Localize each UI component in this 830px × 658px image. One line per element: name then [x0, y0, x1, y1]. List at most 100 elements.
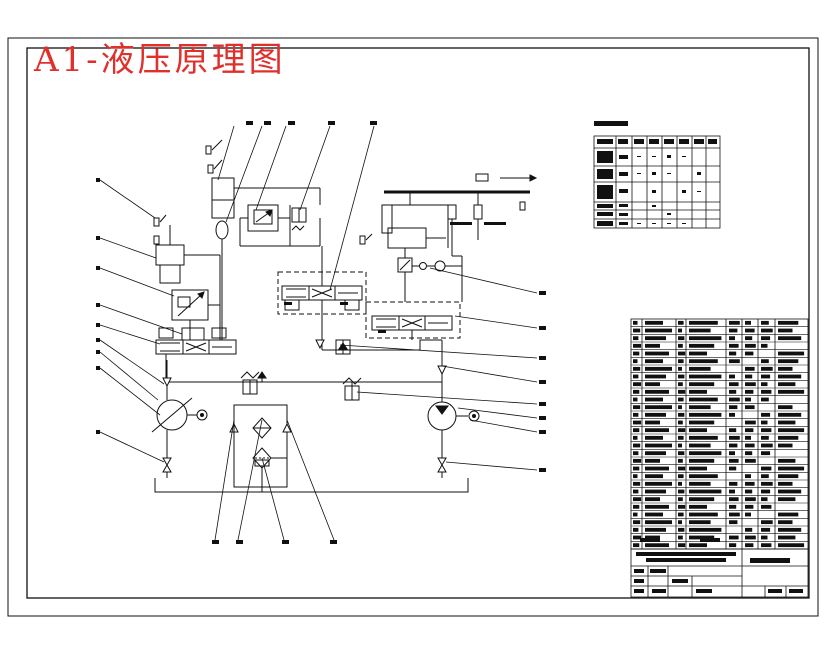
parts-cell-mark: [689, 428, 707, 433]
parts-cell-mark: [778, 359, 799, 364]
directional-valve-middle: [277, 246, 367, 350]
parts-cell-mark: [645, 474, 663, 479]
parts-cell-mark: [745, 512, 751, 517]
parts-cell-mark: [778, 351, 805, 356]
cylinder-left: [155, 225, 221, 340]
parts-cell-mark: [761, 474, 769, 479]
parts-cell-mark: [645, 504, 669, 509]
parts-cell-mark: [633, 466, 640, 471]
parts-cell-mark: [633, 489, 639, 494]
parts-cell-mark: [689, 412, 722, 417]
parts-cell-mark: [633, 389, 640, 394]
parts-cell-mark: [678, 397, 684, 402]
parts-cell-mark: [778, 336, 802, 341]
parts-cell-mark: [633, 366, 641, 371]
parts-cell-mark: [745, 320, 751, 325]
parts-cell-mark: [778, 520, 793, 525]
parts-cell-mark: [645, 320, 663, 325]
parts-cell-mark: [633, 420, 642, 425]
parts-cell-mark: [633, 481, 641, 486]
parts-cell-mark: [745, 382, 756, 387]
parts-cell-mark: [633, 458, 642, 463]
action-sequence-table: [593, 121, 721, 229]
parts-cell-mark: [745, 535, 756, 540]
parts-cell-mark: [689, 351, 707, 356]
parts-cell-mark: [678, 497, 683, 502]
parts-cell-mark: [761, 374, 771, 379]
parts-cell-mark: [689, 397, 718, 402]
parts-cell-mark: [633, 474, 638, 479]
parts-cell-mark: [689, 366, 711, 371]
parts-cell-mark: [778, 497, 796, 502]
parts-cell-mark: [761, 520, 773, 525]
parts-cell-mark: [778, 412, 802, 417]
parts-cell-mark: [645, 535, 660, 540]
parts-cell-mark: [729, 382, 739, 387]
parts-cell-mark: [745, 389, 754, 394]
leader-tags: [96, 121, 546, 544]
parts-cell-mark: [745, 481, 755, 486]
parts-cell-mark: [745, 351, 754, 356]
parts-cell-mark: [689, 474, 718, 479]
parts-cell-mark: [678, 328, 682, 333]
parts-cell-mark: [745, 336, 753, 341]
parts-cell-mark: [729, 451, 735, 456]
parts-cell-mark: [689, 520, 711, 525]
parts-cell-mark: [745, 451, 753, 456]
parts-cell-mark: [729, 504, 737, 509]
parts-cell-mark: [689, 535, 715, 540]
parts-cell-mark: [689, 389, 707, 394]
parts-cell-mark: [678, 382, 683, 387]
parts-cell-mark: [645, 466, 669, 471]
parts-cell-mark: [645, 520, 672, 525]
parts-cell-mark: [729, 389, 737, 394]
parts-cell-mark: [633, 520, 641, 525]
parts-cell-mark: [689, 504, 707, 509]
parts-cell-mark: [745, 527, 753, 532]
parts-cell-mark: [633, 428, 640, 433]
parts-cell-mark: [678, 420, 683, 425]
drawing-title: A1-液压原理图: [34, 40, 286, 80]
parts-cell-mark: [633, 535, 642, 540]
parts-cell-mark: [689, 497, 715, 502]
parts-cell-mark: [745, 458, 756, 463]
parts-list-rows: [631, 320, 808, 548]
parts-cell-mark: [689, 336, 722, 341]
parts-cell-mark: [729, 481, 738, 486]
parts-cell-mark: [678, 543, 686, 548]
parts-cell-mark: [633, 527, 639, 532]
parts-cell-mark: [689, 443, 711, 448]
parts-cell-mark: [778, 527, 802, 532]
parts-cell-mark: [761, 451, 771, 456]
relief-valve-right: [342, 377, 362, 401]
parts-cell-mark: [689, 435, 718, 440]
gauges: [153, 139, 526, 245]
parts-cell-mark: [729, 374, 735, 379]
parts-cell-mark: [729, 435, 740, 440]
parts-cell-mark: [745, 435, 751, 440]
parts-cell-mark: [729, 397, 740, 402]
parts-cell-mark: [678, 474, 684, 479]
parts-cell-mark: [729, 428, 737, 433]
parts-cell-mark: [645, 527, 666, 532]
parts-cell-mark: [645, 382, 660, 387]
parts-cell-mark: [761, 336, 771, 341]
parts-cell-mark: [778, 389, 805, 394]
parts-cell-mark: [633, 451, 639, 456]
directional-valve-right: [365, 301, 461, 340]
parts-cell-mark: [778, 420, 796, 425]
accumulator-upper: [211, 177, 321, 340]
parts-cell-mark: [678, 481, 682, 486]
relief-valve-left: [240, 371, 260, 395]
hydraulic-circuit: [151, 139, 538, 493]
cylinder-right: [381, 190, 530, 256]
parts-cell-mark: [645, 458, 660, 463]
parts-cell-mark: [633, 343, 642, 348]
proportional-valve: [171, 289, 220, 340]
reducing-valve: [335, 339, 351, 355]
parts-cell-mark: [678, 336, 685, 341]
parts-cell-mark: [689, 420, 715, 425]
directional-valve-left: [155, 327, 237, 382]
parts-cell-mark: [761, 428, 772, 433]
parts-cell-mark: [729, 466, 737, 471]
